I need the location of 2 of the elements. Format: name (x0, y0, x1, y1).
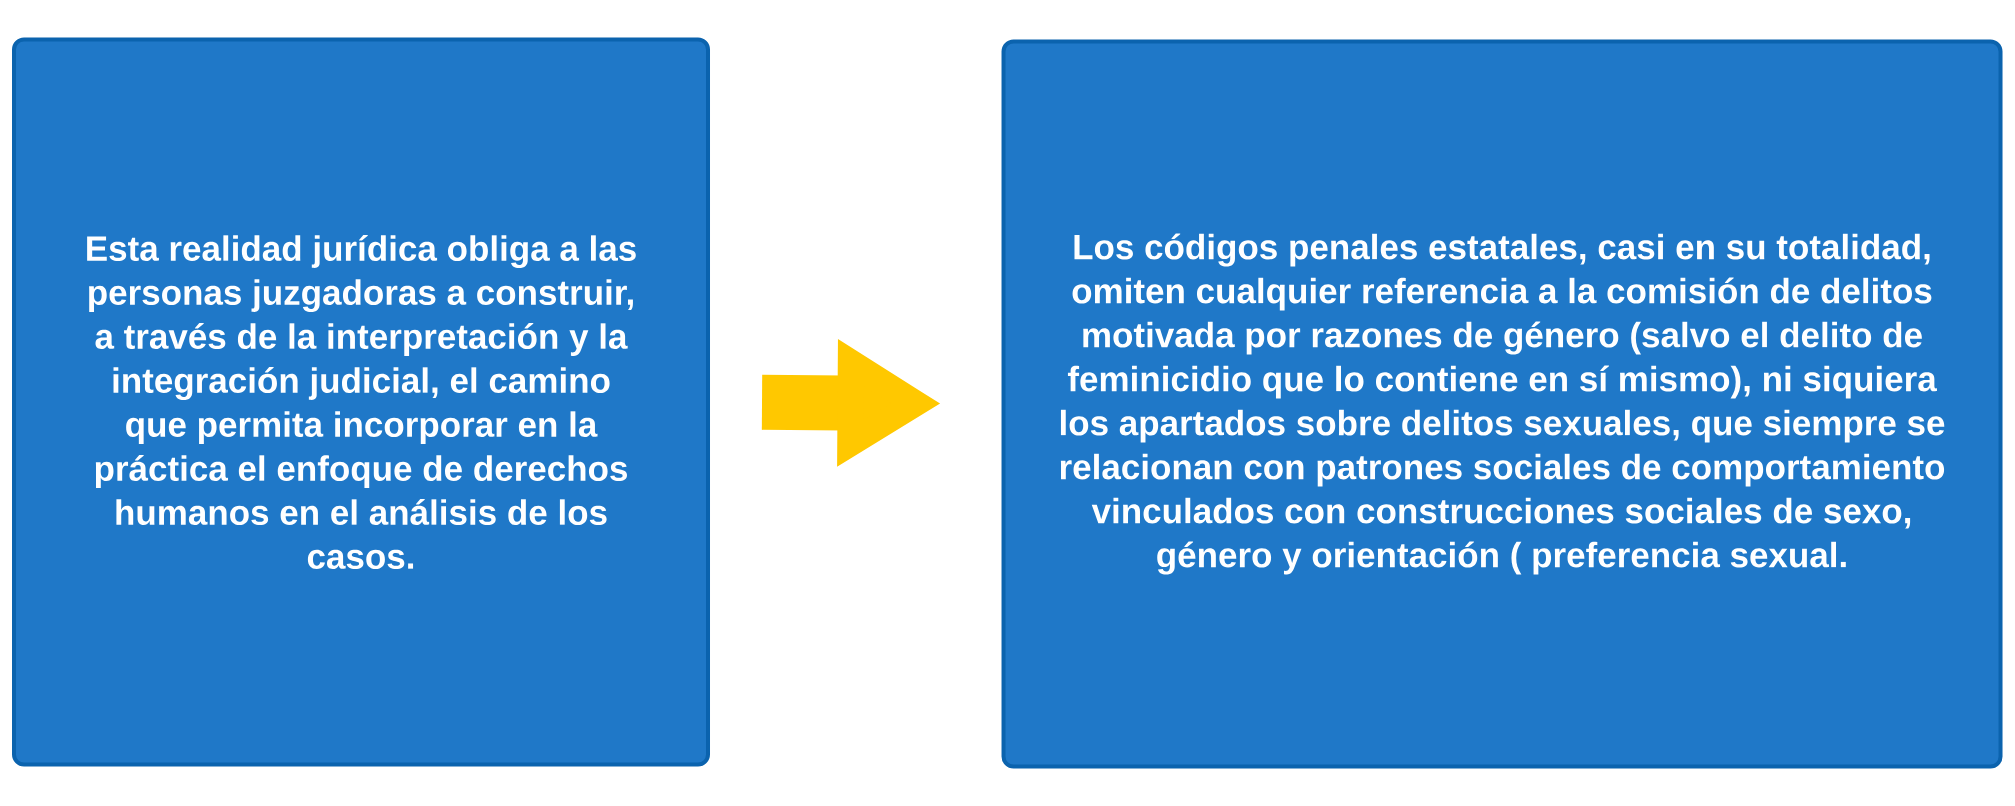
text-box: Los códigos penales estatales, casi en su totalidad, omiten cualquier referencia a la comisión de delitos motivada por razones de género (salvo el delito de feminicidio que lo contiene en sí mismo), ni siquiera los apartados sobre delitos sexuales, que siempre se relacionan con patrones sociales de comportamiento vinculados con construcciones sociales de sexo, género y orientación ( preferencia sexual. (1001, 39, 2003, 769)
text-box: Esta realidad jurídica obliga a las personas juzgadoras a construir, a través de la interpretación y la integración judicial, el camino que permita incorporar en la práctica el enfoque de derechos humanos en el análisis de los casos. (12, 37, 710, 767)
